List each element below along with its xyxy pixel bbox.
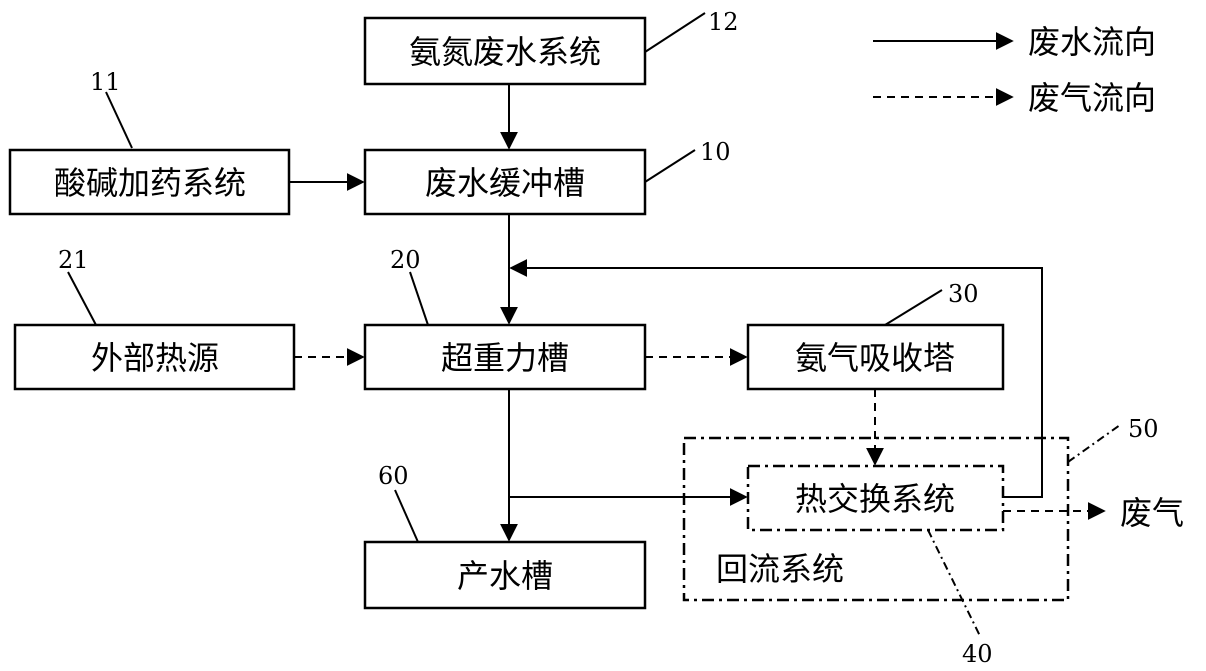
- ref-11: 11: [90, 68, 121, 96]
- ref-12: 12: [708, 8, 739, 36]
- external-heat-label: 外部热源: [91, 339, 219, 377]
- leader-40: [927, 529, 981, 637]
- ref-40: 40: [962, 640, 993, 668]
- external-heat-box: [13, 323, 296, 391]
- legend-exhaust-flow-label: 废气流向: [1028, 79, 1156, 117]
- ref-50: 50: [1128, 415, 1159, 443]
- leader-50: [1067, 424, 1121, 463]
- ref-21: 21: [58, 246, 89, 274]
- leader-21: [67, 271, 97, 326]
- leader-30: [884, 289, 943, 326]
- product-water-box: [363, 540, 647, 610]
- ref-10: 10: [700, 138, 731, 166]
- ref-60: 60: [378, 462, 409, 490]
- leader-60: [394, 489, 419, 543]
- wastewater-buffer-label: 废水缓冲槽: [425, 164, 585, 202]
- leader-10: [644, 149, 696, 183]
- leader-12: [644, 12, 706, 53]
- leader-20: [409, 271, 429, 326]
- ammonia-wastewater-label: 氨氮废水系统: [409, 33, 601, 71]
- leader-11: [105, 91, 133, 149]
- flow-heat-exchange-recycle: [509, 259, 1043, 498]
- acid-base-dosing-label: 酸碱加药系统: [54, 164, 246, 202]
- legend-wastewater-flow-label: 废水流向: [1028, 23, 1156, 61]
- legend: 废水流向 废气流向: [873, 23, 1156, 117]
- ref-30: 30: [948, 280, 979, 308]
- hypergravity-label: 超重力槽: [441, 339, 569, 377]
- product-water-label: 产水槽: [457, 557, 553, 595]
- heat-exchange-label: 热交换系统: [795, 480, 955, 518]
- wastewater-buffer-box: [363, 148, 647, 216]
- ref-20: 20: [390, 246, 421, 274]
- ammonia-absorber-box: [746, 323, 1005, 391]
- acid-base-dosing-box: [8, 148, 291, 216]
- ammonia-absorber-label: 氨气吸收塔: [795, 339, 955, 377]
- exhaust-output-label: 废气: [1120, 494, 1184, 532]
- reflux-system-label: 回流系统: [716, 550, 844, 588]
